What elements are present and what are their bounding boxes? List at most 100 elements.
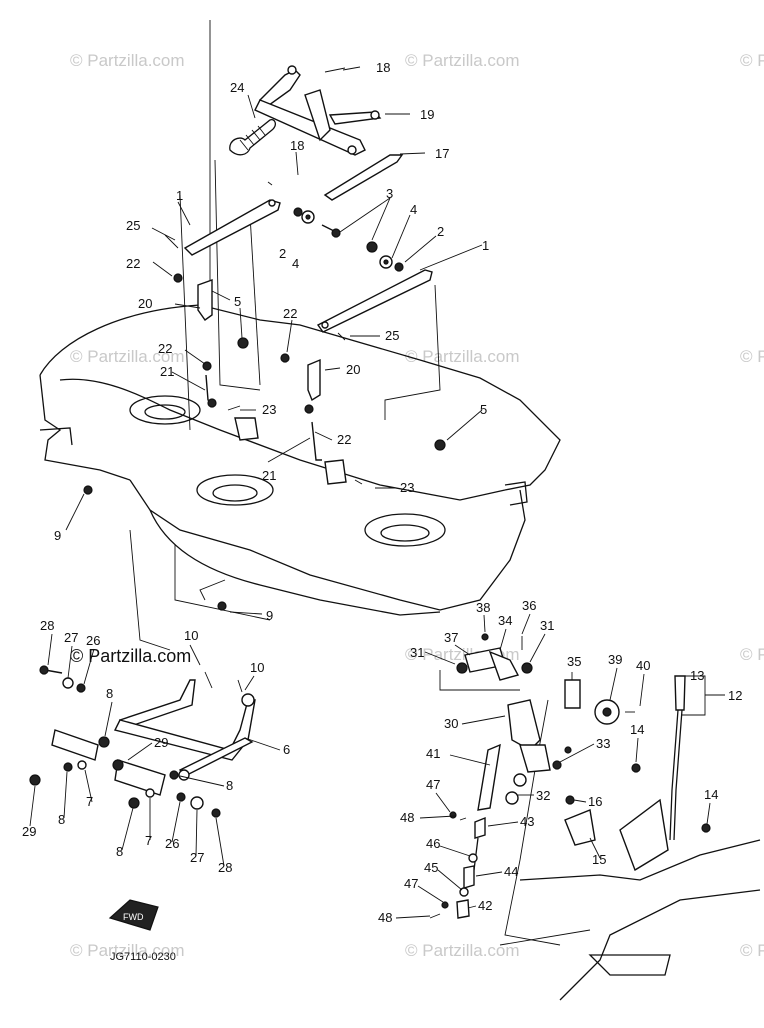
part-label: 7	[86, 794, 93, 809]
part-label: 22	[283, 306, 297, 321]
part-label: 22	[158, 341, 172, 356]
part-label: 20	[138, 296, 152, 311]
watermarks: © Partzilla.com © Partzilla.com © Partzi…	[70, 51, 764, 960]
part-label: 27	[190, 850, 204, 865]
part-label: 48	[400, 810, 414, 825]
watermark: © Partzilla.com	[70, 347, 185, 366]
part-label: 12	[728, 688, 742, 703]
small-hardware	[83, 207, 446, 611]
part-label: 23	[262, 402, 276, 417]
part-label: 37	[444, 630, 458, 645]
part-label: 8	[106, 686, 113, 701]
part-label: 38	[476, 600, 490, 615]
part-label: 10	[250, 660, 264, 675]
watermark: © Partzilla.com	[70, 941, 185, 960]
watermark: © Partzilla.com	[740, 347, 764, 366]
part-label: 29	[154, 735, 168, 750]
top-linkage	[229, 65, 404, 201]
part-label: 5	[234, 294, 241, 309]
part-label: 21	[160, 364, 174, 379]
part-label: 4	[292, 256, 299, 271]
part-label: 14	[630, 722, 644, 737]
part-label: 26	[86, 633, 100, 648]
part-label: 17	[435, 146, 449, 161]
part-label: 8	[58, 812, 65, 827]
part-label: 25	[126, 218, 140, 233]
part-label: 32	[536, 788, 550, 803]
part-label: 23	[400, 480, 414, 495]
drawing-code: JG7110-0230	[110, 951, 176, 963]
part-label: 29	[22, 824, 36, 839]
part-label: 9	[54, 528, 61, 543]
part-label: 43	[520, 814, 534, 829]
part-label: 27	[64, 630, 78, 645]
part-label: 3	[386, 186, 393, 201]
part-label: 1	[482, 238, 489, 253]
part-label: 18	[376, 60, 390, 75]
part-label: 5	[480, 402, 487, 417]
watermark: © Partzilla.com	[740, 645, 764, 664]
part-label: 4	[410, 202, 417, 217]
part-label: 26	[165, 836, 179, 851]
lift-arms	[183, 199, 433, 402]
part-label: 25	[385, 328, 399, 343]
fwd-label: FWD	[123, 912, 144, 922]
front-linkage	[29, 665, 256, 818]
reference-lines	[129, 20, 561, 946]
part-label: 28	[40, 618, 54, 633]
part-label: 48	[378, 910, 392, 925]
part-label: 1	[176, 188, 183, 203]
part-label: 40	[636, 658, 650, 673]
control-assembly	[429, 633, 761, 1001]
part-label: 41	[426, 746, 440, 761]
part-label: 45	[424, 860, 438, 875]
part-label: 24	[230, 80, 244, 95]
part-label: 7	[145, 833, 152, 848]
part-label: 19	[420, 107, 434, 122]
part-label: 2	[437, 224, 444, 239]
part-label: 46	[426, 836, 440, 851]
watermark: © Partzilla.com	[740, 941, 764, 960]
part-label: 6	[283, 742, 290, 757]
watermark: © Partzilla.com	[405, 51, 520, 70]
watermark: © Partzilla.com	[405, 347, 520, 366]
part-label: 13	[690, 668, 704, 683]
part-label: 15	[592, 852, 606, 867]
part-label: 9	[266, 608, 273, 623]
part-label: 31	[410, 645, 424, 660]
fwd-arrow-icon: FWD	[108, 899, 159, 931]
part-label: 47	[426, 777, 440, 792]
part-labels: 18 24 19 18 17 1 3 25 4 2 1 2 4 22 20 5 …	[22, 60, 742, 925]
spring-24	[229, 119, 276, 156]
part-label: 39	[608, 652, 622, 667]
part-label: 47	[404, 876, 418, 891]
leader-lines-right	[29, 613, 725, 919]
part-label: 36	[522, 598, 536, 613]
part-label: 31	[540, 618, 554, 633]
part-label: 28	[218, 860, 232, 875]
part-label: 8	[226, 778, 233, 793]
watermark: © Partzilla.com	[405, 941, 520, 960]
part-label: 21	[262, 468, 276, 483]
part-label: 10	[184, 628, 198, 643]
part-label: 20	[346, 362, 360, 377]
part-label: 44	[504, 864, 518, 879]
part-label: 8	[116, 844, 123, 859]
part-label: 42	[478, 898, 492, 913]
leader-lines	[65, 66, 483, 615]
part-label: 22	[126, 256, 140, 271]
part-label: 2	[279, 246, 286, 261]
part-label: 14	[704, 787, 718, 802]
part-label: 22	[337, 432, 351, 447]
mower-deck	[39, 304, 561, 616]
part-label: 35	[567, 654, 581, 669]
watermark: © Partzilla.com	[740, 51, 764, 70]
part-label: 33	[596, 736, 610, 751]
part-label: 34	[498, 613, 512, 628]
part-label: 16	[588, 794, 602, 809]
watermark: © Partzilla.com	[70, 51, 185, 70]
part-label: 30	[444, 716, 458, 731]
part-label: 18	[290, 138, 304, 153]
watermark-main: © Partzilla.com	[70, 646, 191, 666]
